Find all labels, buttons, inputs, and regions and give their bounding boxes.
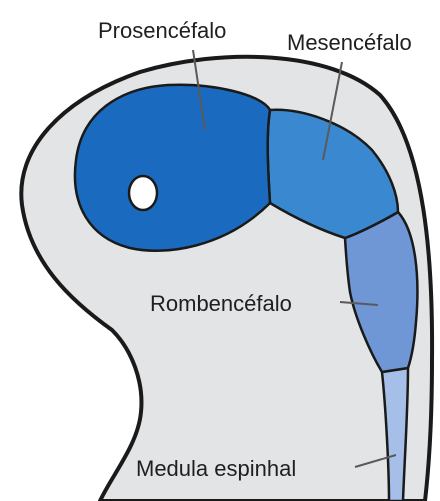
mesencefalo-label: Mesencéfalo	[287, 30, 412, 55]
prosencefalo-label: Prosencéfalo	[98, 18, 226, 43]
medula-label: Medula espinhal	[136, 456, 296, 481]
optic-vesicle	[129, 176, 157, 210]
rombencefalo-label: Rombencéfalo	[150, 291, 292, 316]
prosencefalo-region	[75, 85, 270, 251]
